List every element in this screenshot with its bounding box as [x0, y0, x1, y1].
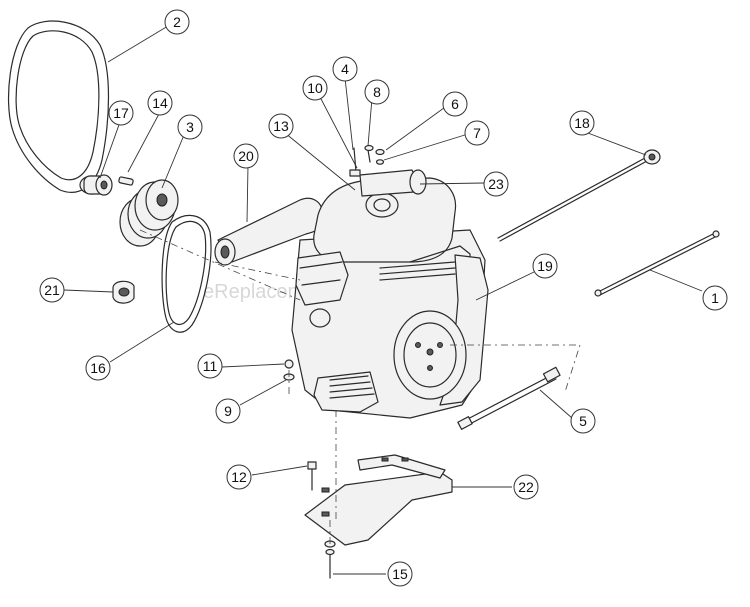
mounting-plate-part [304, 454, 453, 546]
callout-2: 2 [164, 9, 190, 35]
callout-label: 17 [113, 105, 129, 121]
callout-3: 3 [177, 114, 203, 140]
callout-label: 23 [488, 176, 504, 192]
callout-label: 16 [90, 360, 106, 376]
callout-label: 7 [473, 125, 481, 141]
control-cable-part [594, 230, 720, 297]
callout-1: 1 [702, 285, 728, 311]
callout-label: 20 [238, 148, 254, 164]
callout-22: 22 [513, 474, 539, 500]
callout-18: 18 [569, 110, 595, 136]
callout-8: 8 [364, 79, 390, 105]
callout-label: 22 [518, 479, 534, 495]
callout-label: 11 [203, 358, 218, 374]
callout-9: 9 [215, 398, 241, 424]
callout-label: 9 [224, 403, 232, 419]
callout-label: 4 [341, 61, 349, 77]
clamp-part [112, 280, 135, 304]
callout-label: 18 [574, 115, 590, 131]
callout-label: 8 [373, 84, 381, 100]
leader-lines [63, 25, 703, 575]
callout-label: 13 [273, 118, 289, 134]
callout-23: 23 [483, 171, 509, 197]
callout-label: 2 [173, 14, 181, 30]
callout-6: 6 [442, 91, 468, 117]
callout-17: 17 [108, 100, 134, 126]
callout-7: 7 [464, 120, 490, 146]
drive-belt-part [7, 20, 110, 193]
callout-label: 3 [186, 119, 194, 135]
callout-label: 21 [44, 282, 60, 298]
throttle-cable-part [497, 149, 661, 242]
callout-label: 5 [579, 413, 587, 429]
callout-label: 12 [231, 469, 247, 485]
callout-4: 4 [332, 56, 358, 82]
pulley-hub-part [79, 174, 113, 196]
callout-16: 16 [85, 355, 111, 381]
key-part [118, 176, 134, 186]
alignment-lines [139, 229, 581, 545]
callout-20: 20 [233, 143, 259, 169]
callout-label: 10 [307, 80, 323, 96]
callout-label: 6 [451, 96, 459, 112]
callout-11: 11 [197, 353, 223, 379]
callout-14: 14 [147, 90, 173, 116]
small-belt-part [161, 214, 212, 333]
callout-label: 14 [152, 95, 168, 111]
callout-19: 19 [532, 253, 558, 279]
callout-5: 5 [570, 408, 596, 434]
callout-label: 19 [537, 258, 553, 274]
callout-12: 12 [226, 464, 252, 490]
oil-drain-hose-part [457, 366, 561, 430]
callout-10: 10 [302, 75, 328, 101]
grooved-pulley-part [119, 179, 179, 247]
callout-13: 13 [268, 113, 294, 139]
callout-label: 1 [711, 290, 719, 306]
callout-label: 15 [392, 566, 408, 582]
callout-15: 15 [387, 561, 413, 587]
engine-part [291, 169, 489, 419]
callout-21: 21 [39, 277, 65, 303]
